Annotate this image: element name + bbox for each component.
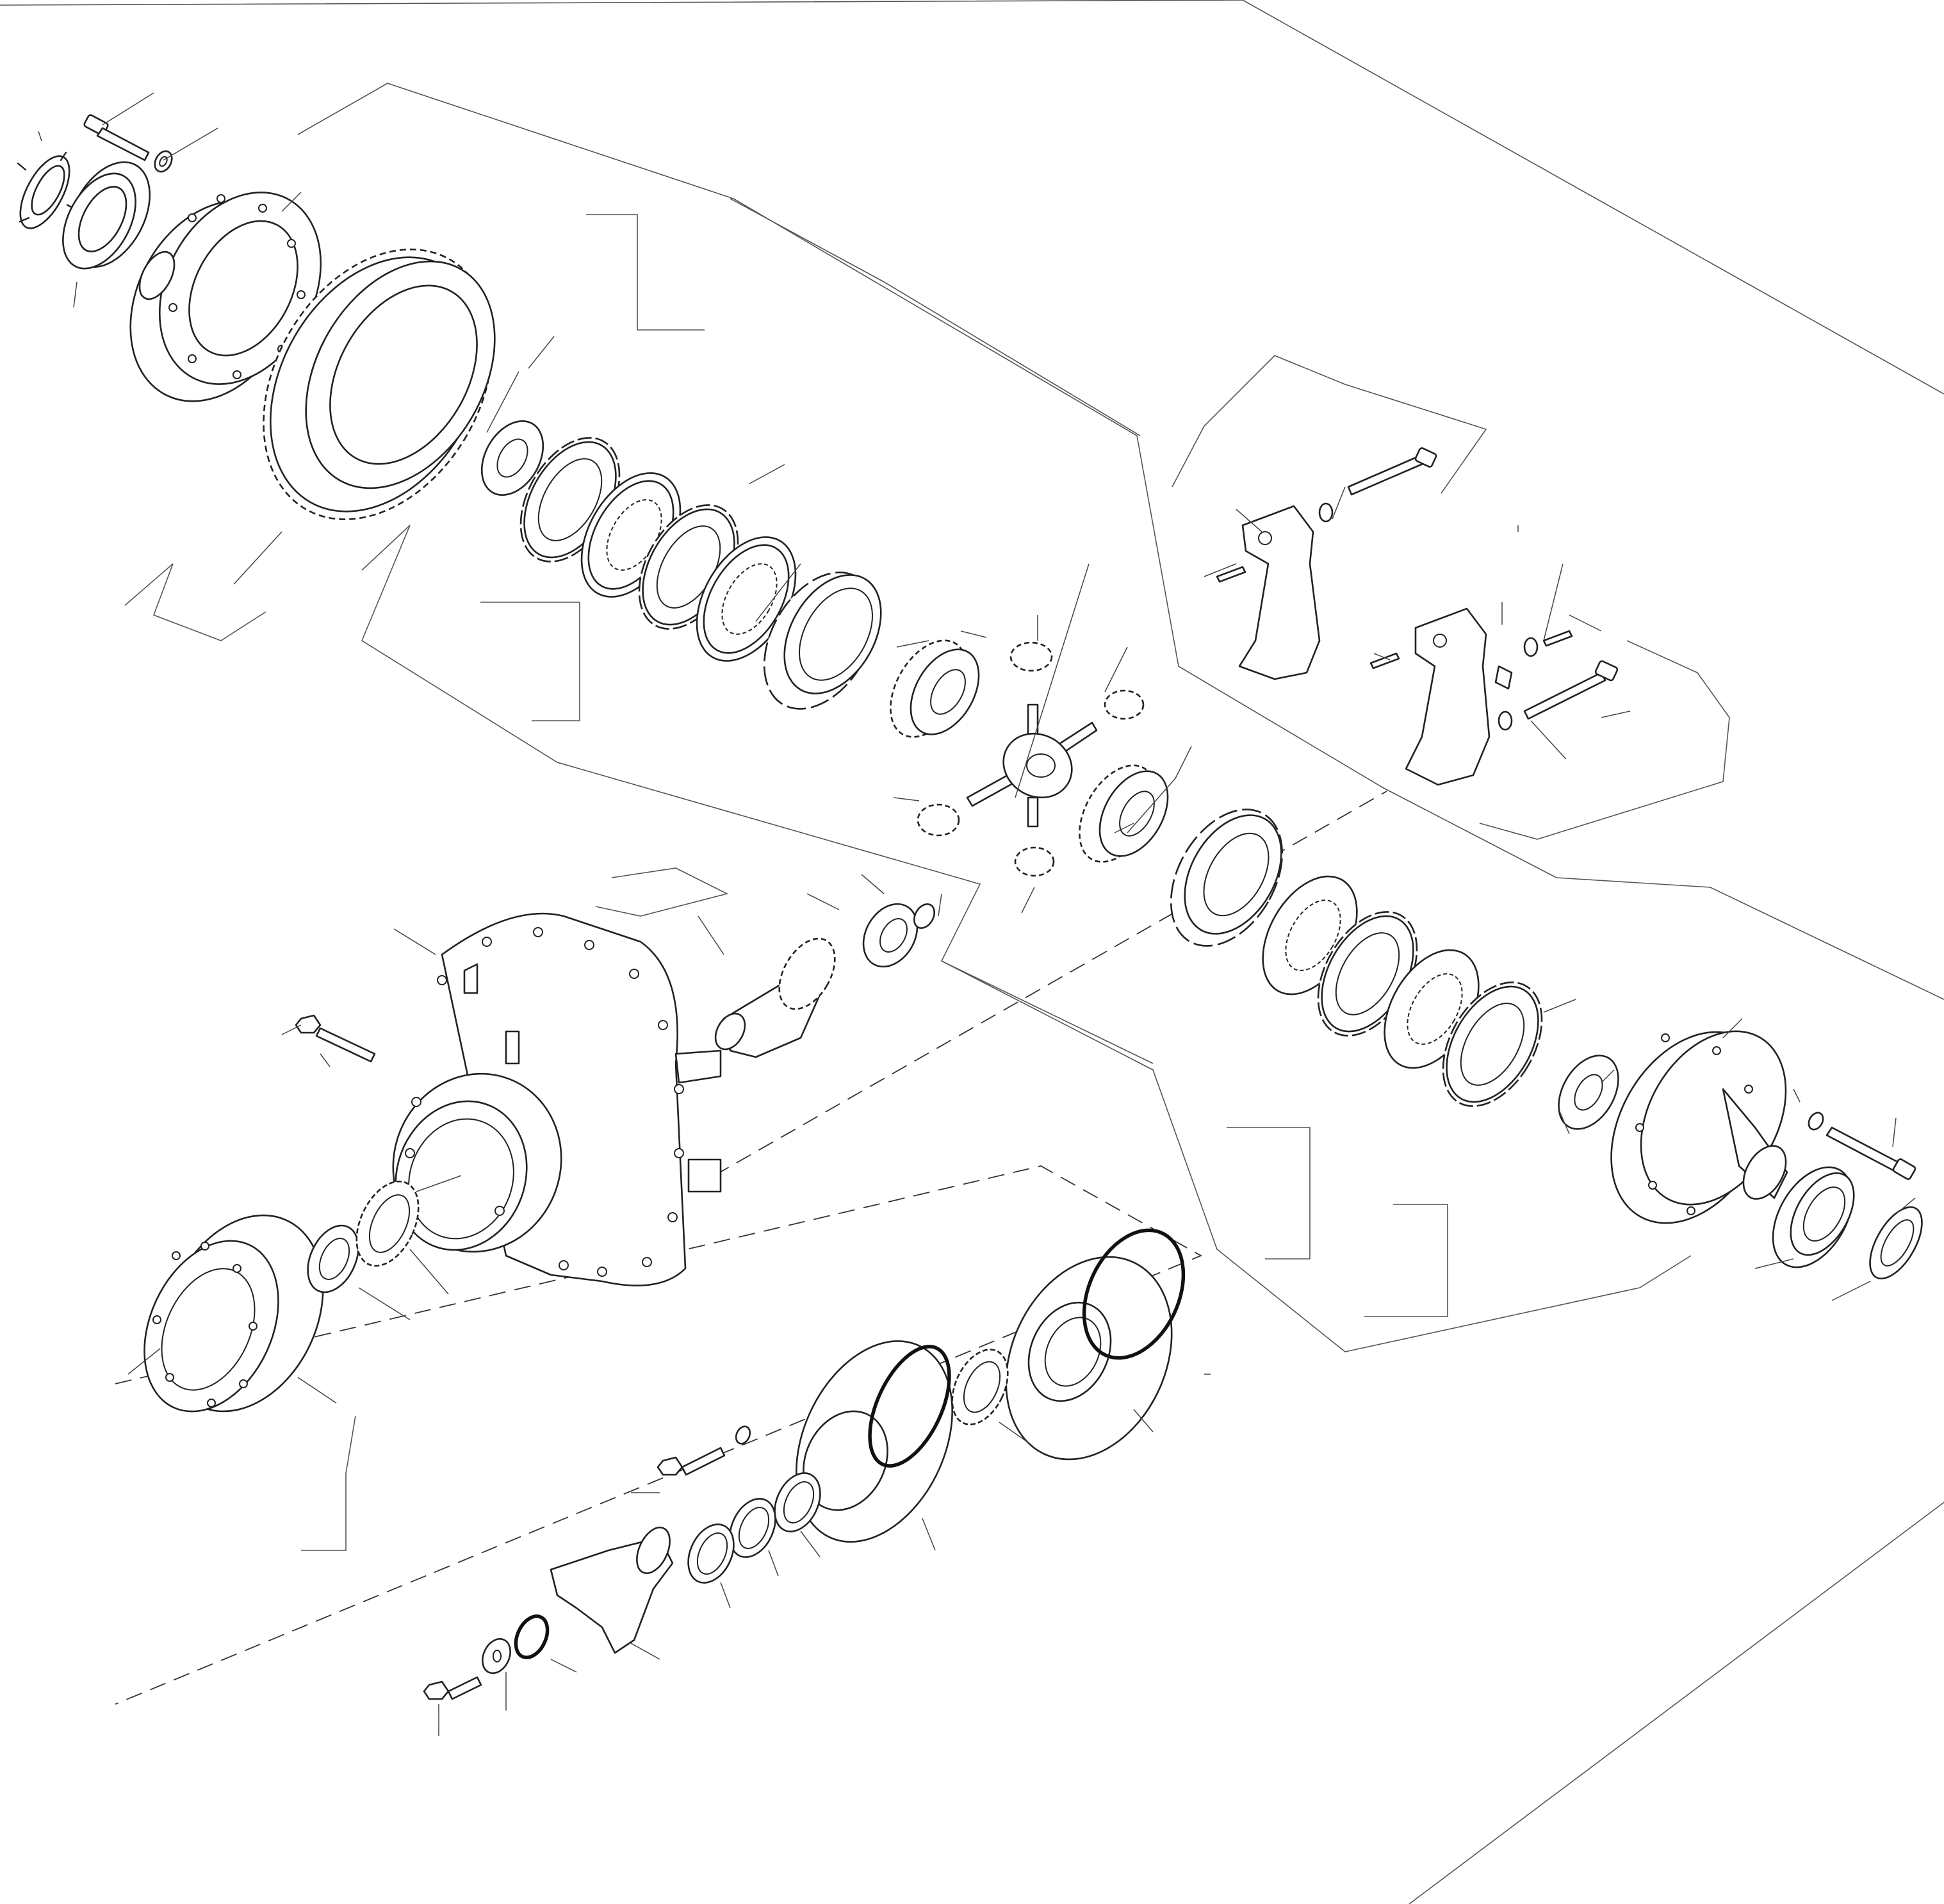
crown-ring-gear [263,249,496,520]
outer-frame-top [0,0,1944,395]
bearing-cap-lower [1369,607,1619,786]
shim-ring-left [307,1224,359,1293]
group-boundary-differential [730,198,1141,436]
outer-frame-right [1409,1502,1944,1904]
bolt-lower [657,1425,751,1476]
housing-bolt [295,1014,376,1063]
differential-spider-cross [966,703,1098,828]
brace-lower-mid [480,602,580,721]
bearing-cap-upper [1216,447,1437,680]
brace-pinion [595,867,729,917]
flange-left [143,1214,324,1413]
differential-case-left [129,192,322,402]
brace-flange-left [301,1415,356,1551]
drive-pinion [714,903,936,1058]
planet-pinion-gears [917,641,1145,877]
brace-upper-left [124,563,266,641]
taper-roller-bearing-left [62,161,151,270]
side-gear-lower [1079,764,1169,863]
bearing-nut-left [17,151,76,229]
shim-rings-lower [687,1472,821,1584]
bearing-nut-right [1869,1206,1923,1280]
differential-case-right [1610,1030,1788,1224]
friction-disc-stack-upper [480,420,797,662]
washer-top-left [154,150,173,173]
universal-joint-yoke [550,1527,674,1654]
brace-lower-right [1227,1127,1311,1260]
pressure-ring-lower [1170,808,1284,947]
brace-right-bolts [1479,640,1730,840]
pressure-ring-upper [763,571,882,710]
cover-flange-lower [1005,1228,1186,1461]
axle-housing [392,912,722,1286]
pinion-bearing-lower [951,1349,1009,1425]
leader-lines [38,92,1916,1736]
bolt-right [1808,1112,1916,1180]
side-gear-upper [890,639,980,738]
bolt-top-left [83,114,150,161]
brace-upper-mid [586,214,705,331]
taper-roller-bearing-right [1772,1166,1855,1268]
end-bolt-washer-oring [423,1614,550,1700]
flange-hub-lower [796,1340,953,1543]
brace-lower-right-2 [1364,1204,1448,1317]
group-boundary-upper [297,83,1944,1000]
friction-disc-stack-lower [1262,875,1619,1130]
group-boundary-mid [941,960,1154,1064]
roller-bearing-left [355,1180,420,1267]
brace-bearing-cap [1172,355,1487,494]
